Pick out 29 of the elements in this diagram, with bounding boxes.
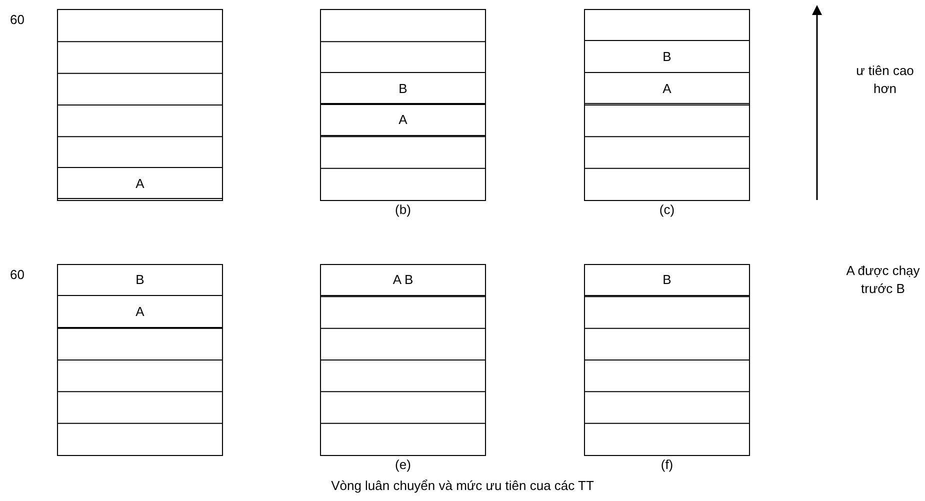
priority-queue-column — [57, 9, 223, 201]
queue-slot — [57, 166, 223, 200]
priority-queue-column — [320, 9, 486, 201]
priority-queue-column — [320, 264, 486, 456]
note-text: A được chạy trước B — [845, 262, 921, 298]
process-label: A — [398, 112, 408, 128]
process-label: A — [662, 80, 672, 96]
process-label: B — [398, 80, 408, 96]
level-label: 60 — [10, 12, 24, 27]
process-label: A — [136, 176, 144, 191]
process-label: B — [662, 48, 672, 64]
caption: Vòng luân chuyển và mức ưu tiên cua các TT — [330, 478, 595, 493]
process-label: A B — [392, 272, 414, 288]
panel-label: (c) — [658, 202, 676, 217]
queue-slot — [57, 295, 223, 328]
queue-slot — [320, 72, 486, 104]
queue-slot — [584, 72, 750, 104]
priority-queue-column — [584, 9, 750, 201]
panel-label: (e) — [394, 457, 412, 472]
queue-slot — [320, 104, 486, 136]
priority-queue-column — [57, 264, 223, 456]
process-label: B — [662, 272, 672, 288]
priority-queue-column — [584, 264, 750, 456]
process-label: B — [136, 272, 144, 288]
panel-label: (b) — [394, 202, 412, 217]
note-text: ư tiên cao hơn — [855, 62, 915, 98]
panel-label: (f) — [660, 457, 674, 472]
level-label: 60 — [10, 267, 24, 282]
process-label: A — [136, 304, 144, 319]
